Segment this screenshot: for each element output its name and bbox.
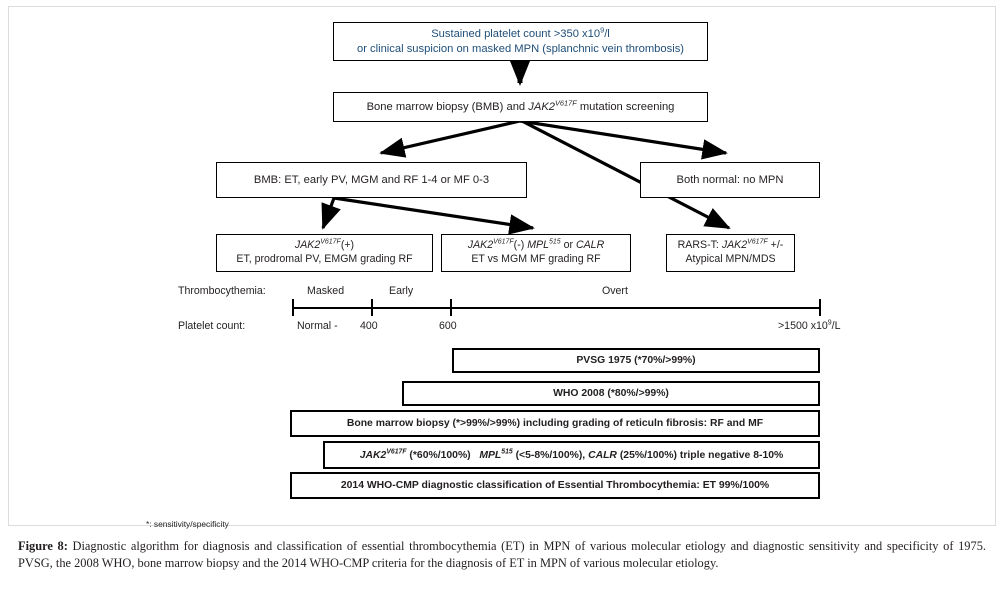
scale-tick-normal xyxy=(292,299,294,316)
rars-line1: RARS-T: JAK2V617F +/- xyxy=(677,238,784,252)
scale-row1-label: Thrombocythemia: xyxy=(178,285,266,297)
node-bmb-result: BMB: ET, early PV, MGM and RF 1-4 or MF … xyxy=(216,162,527,198)
scale-stage-masked: Masked xyxy=(307,285,345,297)
bar-molecular-text: JAK2V617F (*60%/100%) MPL515 (<5-8%/100%… xyxy=(359,448,784,461)
scale-stage-overt: Overt xyxy=(602,285,628,297)
scale-stage-early: Early xyxy=(389,285,414,297)
bar-pvsg-1975: PVSG 1975 (*70%/>99%) xyxy=(452,348,820,373)
jak2-pos-line2: ET, prodromal PV, EMGM grading RF xyxy=(236,253,413,265)
jak2-neg-line2: ET vs MGM MF grading RF xyxy=(471,253,601,265)
scale-tick-600 xyxy=(450,299,452,316)
figure-frame xyxy=(8,6,996,526)
node-bmb-screening: Bone marrow biopsy (BMB) and JAK2V617F m… xyxy=(333,92,708,122)
scale-ticklabel-400: 400 xyxy=(360,320,378,332)
bar-molecular-markers: JAK2V617F (*60%/100%) MPL515 (<5-8%/100%… xyxy=(323,441,820,469)
jak2-neg-line1: JAK2V617F(-) MPL515 or CALR xyxy=(467,238,605,252)
node-top-criteria: Sustained platelet count >350 x109/l or … xyxy=(333,22,708,61)
bar-bone-marrow-biopsy: Bone marrow biopsy (*>99%/>99%) includin… xyxy=(290,410,820,437)
bar-who-text: WHO 2008 (*80%/>99%) xyxy=(553,388,669,399)
bar-who-cmp-text: 2014 WHO-CMP diagnostic classification o… xyxy=(340,480,770,491)
top-box-line2: or clinical suspicion on masked MPN (spl… xyxy=(356,42,685,55)
bar-pvsg-text: PVSG 1975 (*70%/>99%) xyxy=(576,355,696,366)
footnote: *: sensitivity/specificity xyxy=(146,519,229,529)
node-jak2-negative: JAK2V617F(-) MPL515 or CALR ET vs MGM MF… xyxy=(441,234,631,272)
bar-bmb-text: Bone marrow biopsy (*>99%/>99%) includin… xyxy=(346,418,764,429)
figure-caption: Figure 8: Diagnostic algorithm for diagn… xyxy=(18,538,986,572)
scale-endlabel: >1500 x109/L xyxy=(778,319,841,332)
caption-label: Figure 8: xyxy=(18,539,68,553)
jak2-pos-line1: JAK2V617F(+) xyxy=(294,238,355,252)
scale-ticklabel-600: 600 xyxy=(439,320,457,332)
caption-text: Diagnostic algorithm for diagnosis and c… xyxy=(18,539,986,571)
top-box-line1: Sustained platelet count >350 x109/l xyxy=(431,24,610,40)
scale-ticklabel-normal: Normal - xyxy=(297,320,338,332)
bar-who-2008: WHO 2008 (*80%/>99%) xyxy=(402,381,820,406)
node-both-normal: Both normal: no MPN xyxy=(640,162,820,198)
scale-axis xyxy=(292,307,820,309)
bmb-result-text: BMB: ET, early PV, MGM and RF 1-4 or MF … xyxy=(253,173,490,186)
bmb-box-text: Bone marrow biopsy (BMB) and JAK2V617F m… xyxy=(366,97,675,113)
node-rars-t: RARS-T: JAK2V617F +/- Atypical MPN/MDS xyxy=(666,234,795,272)
rars-line2: Atypical MPN/MDS xyxy=(685,253,776,265)
scale-row2-label: Platelet count: xyxy=(178,320,246,332)
bar-who-cmp-2014: 2014 WHO-CMP diagnostic classification o… xyxy=(290,472,820,499)
node-jak2-positive: JAK2V617F(+) ET, prodromal PV, EMGM grad… xyxy=(216,234,433,272)
both-normal-text: Both normal: no MPN xyxy=(676,173,784,186)
scale-tick-1500 xyxy=(819,299,821,316)
scale-tick-400 xyxy=(371,299,373,316)
